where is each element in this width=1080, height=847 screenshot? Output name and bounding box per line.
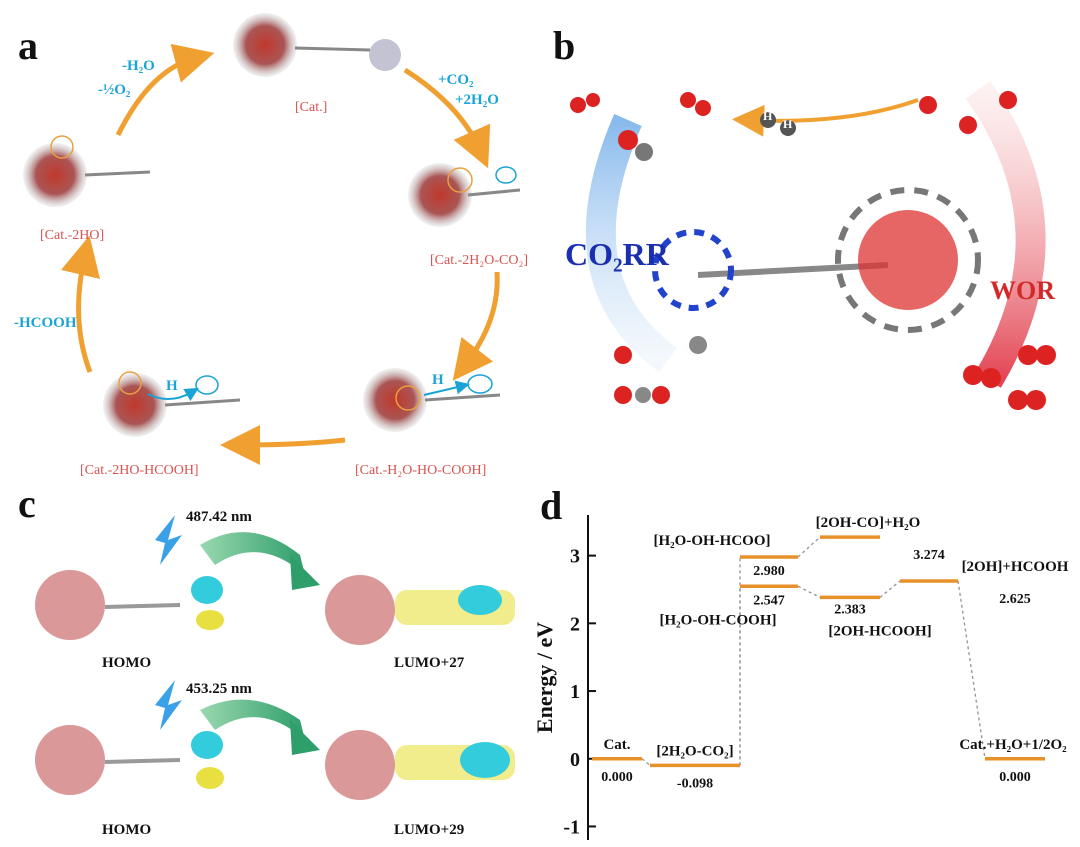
cycle-arrow-bottom (220, 424, 346, 465)
cycle-arrow-right (452, 271, 500, 381)
h-transfer-label-2: H (166, 378, 178, 394)
connector-line (957, 580, 986, 759)
h-transfer-label-1: H (432, 372, 444, 388)
catalytic-cycle (23, 13, 521, 465)
connector-line (797, 585, 821, 599)
y-tick-label: 1 (570, 681, 580, 703)
energy-level-name: [2OH-CO]+H₂O (816, 515, 921, 531)
lumo-label-1: LUMO+27 (394, 655, 465, 671)
panel-b-illustration (570, 81, 1056, 410)
molecule-cat-bottom-right (363, 368, 501, 432)
species-cat-2ho: [Cat.-2HO] (40, 228, 105, 243)
panel-label-d: d (540, 483, 563, 528)
molecule-cat-bottom-left (103, 371, 241, 437)
cycle-arrow-left (61, 235, 100, 373)
homo-label-2: HOMO (102, 822, 152, 838)
wor-arc (965, 81, 1046, 388)
energy-level-value: -0.098 (677, 776, 713, 791)
homo-label-1: HOMO (102, 655, 152, 671)
energy-level-value: 2.383 (834, 602, 866, 617)
triazole-cluster (652, 229, 734, 311)
panel-label-c: c (18, 481, 36, 526)
panel-label-a: a (18, 23, 38, 68)
species-cat-2ho-hcooh: [Cat.-2HO-HCOOH] (80, 463, 199, 478)
ti-oxo-cluster (858, 210, 958, 310)
energy-level-value: 2.547 (753, 593, 785, 608)
step-label-minus-h2o: -H₂O (122, 58, 155, 74)
species-cat-h2o-ho-cooh: [Cat.-H₂O-HO-COOH] (355, 463, 487, 478)
connector-line (641, 758, 651, 766)
step-label-h2o: +2H₂O (455, 92, 499, 108)
energy-level-name: [H₂O-OH-HCOO] (654, 533, 771, 549)
y-tick-label: 2 (570, 613, 580, 635)
energy-level-name: [H₂O-OH-COOH] (660, 612, 777, 628)
connector-line (879, 580, 901, 598)
y-axis-label: Energy / eV (532, 622, 557, 733)
panel-c-orbitals (35, 515, 515, 800)
panel-label-b: b (553, 23, 576, 68)
species-cat: [Cat.] (295, 100, 328, 115)
co2rr-arc (585, 113, 678, 373)
y-tick-label: 0 (570, 749, 580, 771)
molecule-cat-right (408, 163, 521, 227)
step-label-co2: +CO₂ (438, 72, 474, 88)
molecule-cat-left (23, 135, 151, 207)
energy-level-value: 2.980 (753, 564, 785, 579)
h-atom-label-1: H (763, 109, 773, 123)
energy-level-value: 3.274 (913, 548, 945, 563)
wavelength-1: 487.42 nm (186, 509, 252, 525)
species-cat-2h2o-co2: [Cat.-2H₂O-CO₂] (430, 253, 529, 268)
cycle-arrow-top-left (115, 43, 215, 137)
energy-level-name: [2OH]+HCOOH (962, 559, 1069, 575)
wor-label: WOR (990, 276, 1055, 305)
cycle-arrow-top-right (403, 67, 491, 169)
step-label-minus-o2: -½O₂ (98, 82, 131, 98)
energy-level-name: Cat. (603, 737, 630, 753)
orbital-row-1 (35, 515, 515, 645)
energy-level-value: 2.625 (999, 592, 1031, 607)
energy-level-name: [2H₂O-CO₂] (656, 743, 733, 759)
molecule-cat-top (233, 13, 401, 77)
lumo-label-2: LUMO+29 (394, 822, 465, 838)
h-atom-label-2: H (783, 117, 793, 131)
y-tick-label: -1 (563, 816, 580, 838)
energy-level-value: 0.000 (999, 770, 1031, 785)
co2rr-label: CO₂RR (565, 236, 669, 272)
connector-line (797, 536, 821, 558)
energy-level-name: Cat.+H₂O+1/2O₂ (959, 737, 1067, 753)
energy-level-value: 0.000 (601, 770, 633, 785)
wavelength-2: 453.25 nm (186, 681, 252, 697)
y-tick-label: 3 (570, 546, 580, 568)
step-label-minus-hcooh: -HCOOH (14, 315, 77, 331)
energy-level-name: [2OH-HCOOH] (828, 623, 931, 639)
orbital-row-2 (35, 680, 515, 800)
